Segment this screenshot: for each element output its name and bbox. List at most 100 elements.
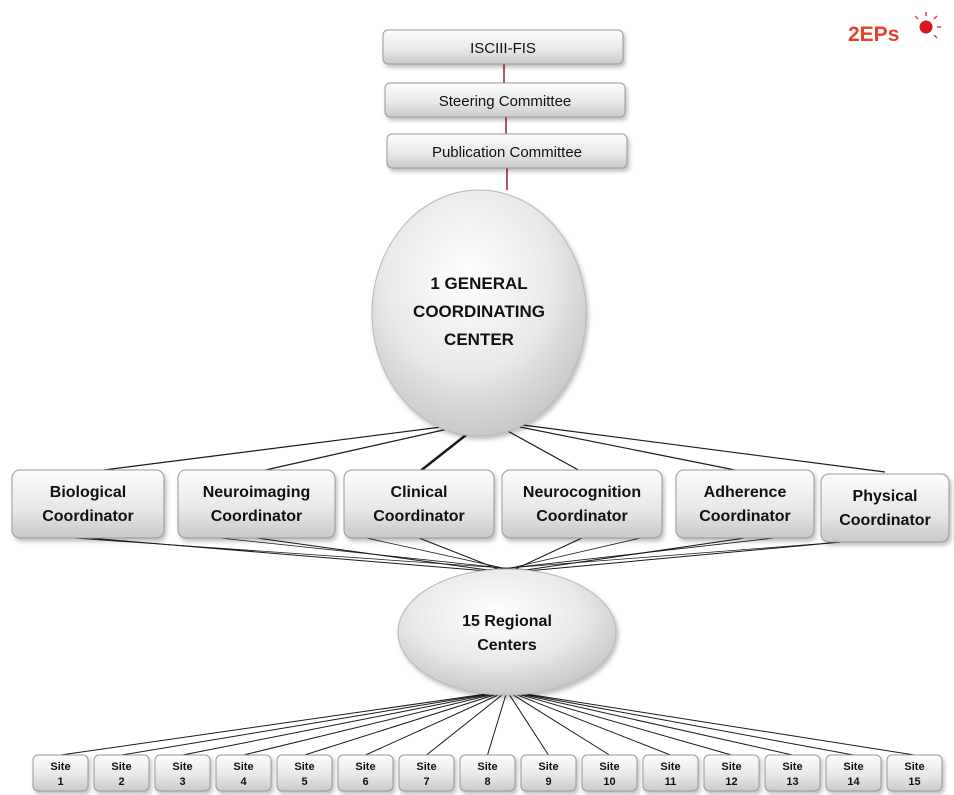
site-word-13: Site [782, 761, 802, 773]
coordinator-label-5-2: Coordinator [699, 508, 791, 525]
site-number-4: 4 [240, 776, 247, 788]
site-word-7: Site [416, 761, 436, 773]
coordinator-label-1-2: Coordinator [42, 508, 134, 525]
site-word-8: Site [477, 761, 497, 773]
top-box-3 [386, 133, 628, 169]
regional-line-2: Centers [477, 637, 537, 654]
site-word-9: Site [538, 761, 558, 773]
site-box-8 [459, 754, 516, 792]
site-word-5: Site [294, 761, 314, 773]
connector-regional-site-14 [506, 690, 854, 756]
coordinator-label-5-1: Adherence [704, 484, 787, 501]
site-box-6 [337, 754, 394, 792]
site-word-14: Site [843, 761, 863, 773]
site-box-7 [398, 754, 455, 792]
connector-cross-5 [491, 533, 811, 571]
coordinator-label-4-1: Neurocognition [523, 484, 641, 501]
top-box-label-2: Steering Committee [439, 93, 572, 110]
connector-regional-site-2 [121, 690, 508, 756]
site-number-14: 14 [847, 776, 860, 788]
site-number-3: 3 [179, 776, 185, 788]
coordinator-label-6-1: Physical [853, 488, 918, 505]
connector-center-coordinator-6 [514, 423, 886, 473]
site-box-3 [154, 754, 211, 792]
connector-coordinator-regional-3 [418, 537, 504, 572]
connector-regional-site-12 [506, 690, 732, 756]
site-word-11: Site [660, 761, 680, 773]
coordinator-box-1 [11, 469, 165, 539]
site-number-1: 1 [57, 776, 63, 788]
coordinator-label-1-1: Biological [50, 484, 126, 501]
connector-regional-site-11 [506, 690, 671, 756]
coordinator-box-3 [343, 469, 495, 539]
top-box-label-1: ISCIII-FIS [470, 40, 536, 57]
site-box-2 [93, 754, 150, 792]
top-box-label-3: Publication Committee [432, 144, 582, 161]
logo-burst-icon [919, 20, 933, 34]
coordinator-label-3-1: Clinical [391, 484, 448, 501]
connector-regional-site-6 [365, 690, 508, 756]
site-number-12: 12 [725, 776, 737, 788]
coordinator-box-6 [820, 473, 950, 543]
site-number-15: 15 [908, 776, 920, 788]
coordinator-box-5 [675, 469, 815, 539]
connector-cross-4 [501, 533, 659, 571]
site-box-10 [581, 754, 638, 792]
site-word-4: Site [233, 761, 253, 773]
general-center-line-1: 1 GENERAL [430, 274, 527, 293]
top-box-1 [382, 29, 624, 65]
connector-regional-site-1 [60, 690, 508, 756]
connector-regional-site-13 [506, 690, 793, 756]
site-number-7: 7 [423, 776, 429, 788]
site-number-5: 5 [301, 776, 307, 788]
site-word-15: Site [904, 761, 924, 773]
logo-2eps: 2EPs [848, 12, 941, 46]
connector-regional-site-10 [506, 690, 610, 756]
site-word-1: Site [50, 761, 70, 773]
diagram-nodes: ISCIII-FIS Steering CommitteePublication … [11, 29, 950, 792]
connector-regional-site-8 [487, 690, 508, 756]
connector-coordinator-regional-4 [510, 537, 583, 572]
logo-text: 2EPs [848, 23, 899, 46]
connector-center-coordinator-4 [494, 423, 583, 473]
connector-center-coordinator-5 [504, 423, 746, 473]
connector-regional-site-5 [304, 690, 508, 756]
connector-regional-site-7 [426, 690, 508, 756]
connector-center-coordinator-1 [87, 423, 466, 473]
general-center-line-3: CENTER [444, 330, 514, 349]
general-center-ellipse [371, 189, 587, 437]
site-word-3: Site [172, 761, 192, 773]
coordinator-label-3-2: Coordinator [373, 508, 465, 525]
coordinator-box-2 [177, 469, 336, 539]
site-box-9 [520, 754, 577, 792]
top-box-2 [384, 82, 626, 118]
site-number-8: 8 [484, 776, 490, 788]
site-number-6: 6 [362, 776, 368, 788]
connector-regional-site-4 [243, 690, 508, 756]
site-box-14 [825, 754, 882, 792]
site-number-2: 2 [118, 776, 124, 788]
connector-cross-3 [347, 533, 513, 571]
coordinator-box-4 [501, 469, 663, 539]
site-box-5 [276, 754, 333, 792]
site-box-15 [886, 754, 943, 792]
site-box-4 [215, 754, 272, 792]
site-box-13 [764, 754, 821, 792]
connector-regional-site-9 [506, 690, 549, 756]
regional-line-1: 15 Regional [462, 613, 552, 630]
site-box-11 [642, 754, 699, 792]
connector-regional-site-15 [506, 690, 915, 756]
site-number-9: 9 [545, 776, 551, 788]
regional-centers-ellipse [397, 568, 617, 696]
site-box-1 [32, 754, 89, 792]
site-word-10: Site [599, 761, 619, 773]
site-word-6: Site [355, 761, 375, 773]
site-number-13: 13 [786, 776, 798, 788]
site-number-10: 10 [603, 776, 615, 788]
general-center-line-2: COORDINATING [413, 302, 545, 321]
site-number-11: 11 [665, 776, 677, 788]
coordinator-label-2-1: Neuroimaging [203, 484, 311, 501]
connector-regional-site-3 [182, 690, 508, 756]
